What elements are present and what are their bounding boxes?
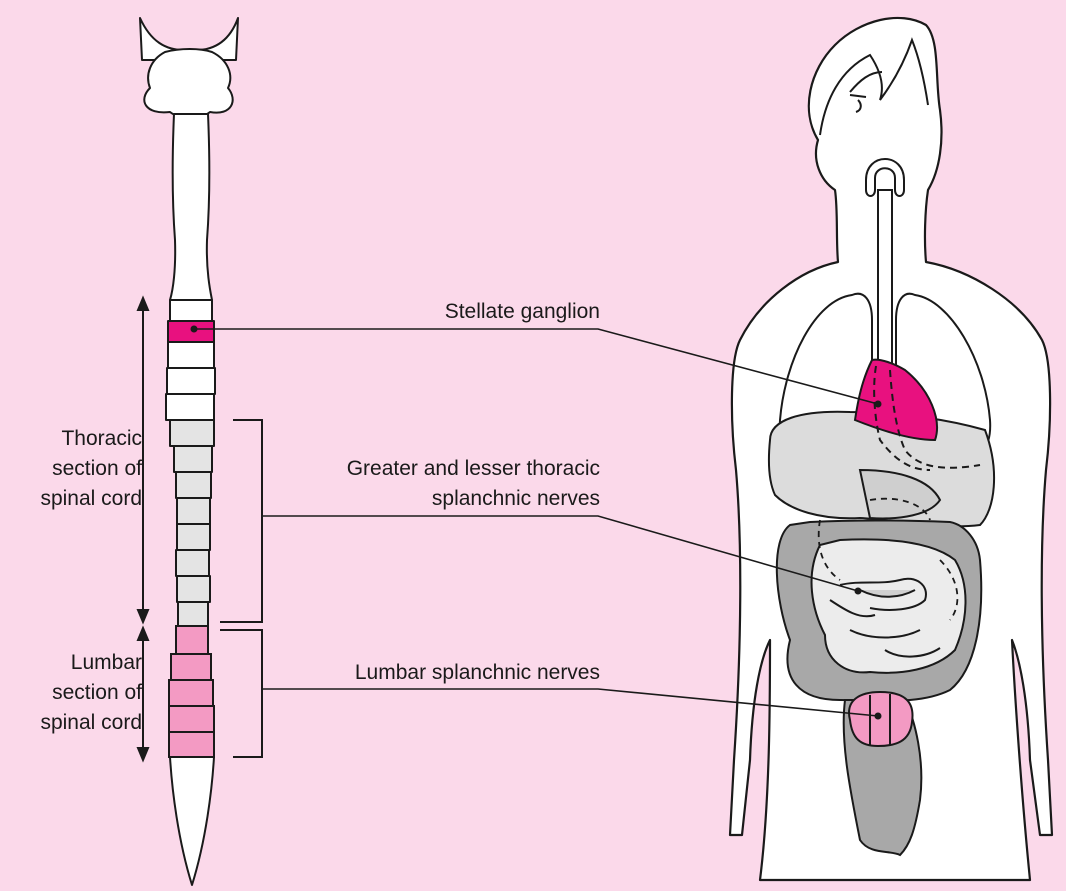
thoracic-vertebrae bbox=[166, 300, 215, 626]
intestines bbox=[777, 521, 981, 701]
stellate-vertebra bbox=[168, 321, 214, 342]
cervical-segment bbox=[170, 114, 212, 300]
vertebra bbox=[177, 576, 210, 602]
vertebra bbox=[177, 524, 210, 550]
vertebra bbox=[169, 706, 214, 732]
vertebra bbox=[177, 498, 210, 524]
vertebra bbox=[169, 732, 214, 757]
label-line: section of bbox=[40, 678, 142, 708]
vertebra bbox=[171, 654, 211, 680]
lumbar-splanchnic-label: Lumbar splanchnic nerves bbox=[355, 658, 600, 688]
thoracic-splanchnic-label: Greater and lesser thoracic splanchnic n… bbox=[347, 454, 600, 514]
sacral-tail bbox=[170, 757, 214, 885]
label-line: Lumbar bbox=[40, 648, 142, 678]
vertebra bbox=[176, 550, 209, 576]
bladder bbox=[849, 692, 912, 746]
vertebra bbox=[169, 680, 213, 706]
label-line: spinal cord bbox=[40, 484, 142, 514]
thoracic-section-label: Thoracic section of spinal cord bbox=[40, 424, 142, 514]
vertebra bbox=[167, 368, 215, 394]
atlas-bone bbox=[144, 49, 232, 118]
label-line: Thoracic bbox=[40, 424, 142, 454]
vertebra bbox=[174, 446, 212, 472]
label-line: section of bbox=[40, 454, 142, 484]
vertebra bbox=[178, 602, 208, 626]
vertebra bbox=[176, 626, 208, 654]
vertebra bbox=[166, 394, 214, 420]
vertebra bbox=[170, 300, 212, 321]
stellate-ganglion-label: Stellate ganglion bbox=[445, 297, 600, 327]
vertebra bbox=[170, 420, 214, 446]
vertebra bbox=[176, 472, 211, 498]
nerve-brackets bbox=[220, 420, 262, 757]
lumbar-vertebrae bbox=[169, 626, 214, 757]
lumbar-section-label: Lumbar section of spinal cord bbox=[40, 648, 142, 738]
label-line: spinal cord bbox=[40, 708, 142, 738]
label-line: Greater and lesser thoracic bbox=[347, 454, 600, 484]
vertebra bbox=[168, 342, 214, 368]
label-line: splanchnic nerves bbox=[347, 484, 600, 514]
